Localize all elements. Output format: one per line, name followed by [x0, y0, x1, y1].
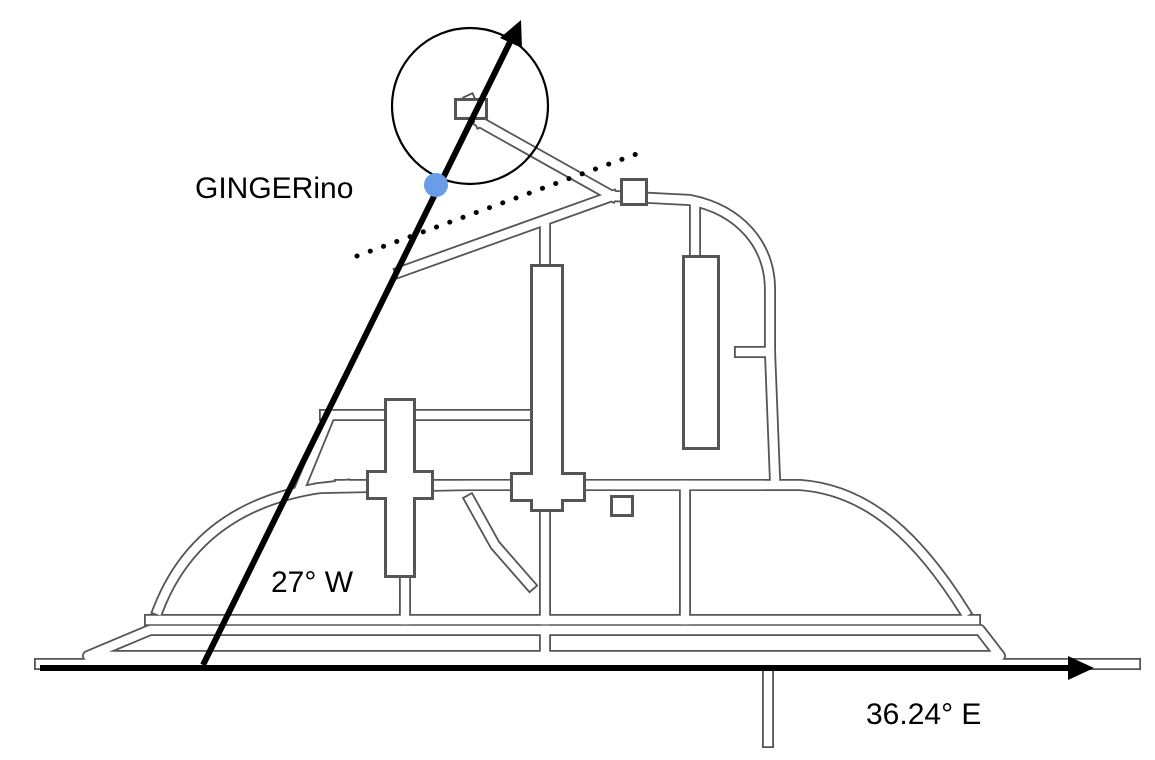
west-angle-label: 27° W: [271, 566, 354, 599]
east-angle-label: 36.24° E: [866, 698, 981, 731]
hall-a: [366, 398, 434, 578]
dotted-boundary-line: [354, 149, 645, 259]
east-direction-arrow: [40, 656, 1094, 680]
gingerino-location-marker: [424, 173, 448, 197]
hall-b: [510, 264, 586, 512]
gingerino-label: GINGERino: [195, 172, 353, 205]
detector-circle: [390, 26, 550, 186]
west-direction-arrow: [200, 20, 522, 667]
experimental-halls: [366, 98, 720, 578]
hall-c: [682, 255, 720, 450]
